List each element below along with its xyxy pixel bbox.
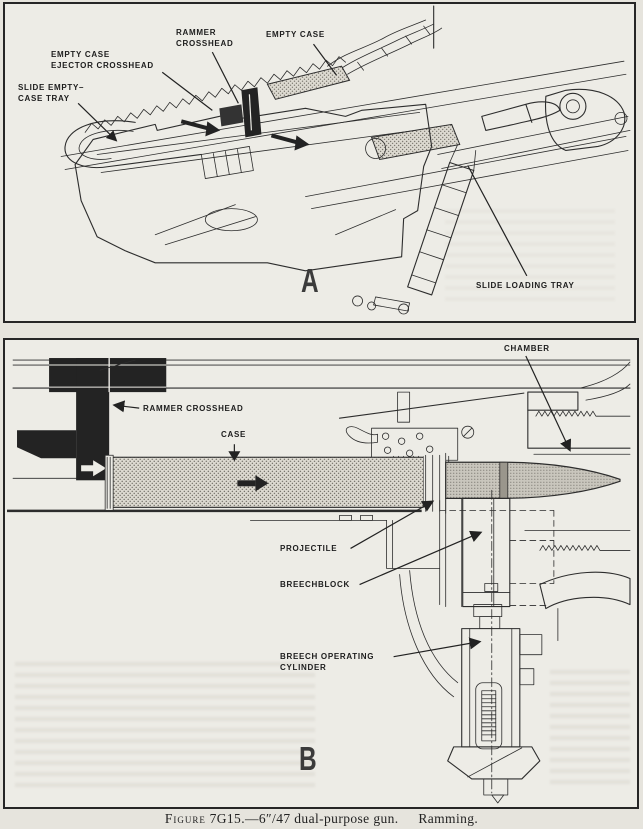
projectile-shape (423, 452, 621, 514)
powder-case-shape (104, 454, 425, 511)
rammer-crosshead-shape (17, 358, 167, 481)
label-slide-loading-tray: SLIDE LOADING TRAY (476, 280, 575, 291)
figure-caption-word: Figure (164, 811, 206, 826)
label-text: RAMMER CROSSHEAD (143, 404, 244, 413)
panel-b-drawing (7, 355, 631, 804)
label-text: RAMMER (176, 28, 217, 37)
label-text: BREECH OPERATING (280, 652, 375, 661)
breechblock-shape (439, 497, 631, 608)
breech-operating-cylinder-shape (399, 489, 543, 804)
slide-loading-tray-shape (352, 144, 477, 315)
panel-a-leader-lines (77, 43, 528, 277)
label-rammer-crosshead-b: RAMMER CROSSHEAD (143, 403, 244, 414)
chamber-walls (338, 361, 631, 455)
figure-caption: Figure 7G15.—6″/47 dual-purpose gun. Ram… (0, 811, 643, 827)
panel-b: CHAMBER RAMMER CROSSHEAD CASE PROJECTILE… (3, 338, 639, 809)
label-projectile: PROJECTILE (280, 543, 337, 554)
label-case: CASE (221, 429, 246, 440)
empty-case-shape (266, 65, 351, 100)
rack-teeth (84, 56, 346, 133)
figure-caption-body: 7G15.—6″/47 dual-purpose gun. (209, 811, 399, 826)
label-text: SLIDE EMPTY– (18, 83, 85, 92)
case-direction-arrow (237, 475, 269, 492)
label-empty-case: EMPTY CASE (266, 29, 325, 40)
label-rammer-crosshead-a: RAMMER CROSSHEAD (176, 27, 233, 49)
panel-a-drawing (60, 5, 631, 315)
label-text: EMPTY CASE (51, 50, 110, 59)
right-housing (539, 571, 631, 642)
projectile-in-tray (481, 101, 561, 131)
label-text: CASE (221, 430, 247, 439)
label-chamber: CHAMBER (504, 343, 550, 354)
ram-direction-arrow (180, 119, 310, 151)
panel-a: RAMMER CROSSHEAD EMPTY CASE EMPTY CASE E… (3, 2, 636, 323)
label-text: PROJECTILE (280, 544, 338, 553)
rammer-crosshead-shape (219, 87, 262, 138)
label-text: SLIDE LOADING TRAY (476, 281, 575, 290)
label-text: CASE TRAY (18, 94, 70, 103)
label-text: EMPTY CASE (266, 30, 325, 39)
panel-b-leader-lines (112, 355, 572, 658)
label-text: CYLINDER (280, 663, 327, 672)
panel-a-letter: A (301, 262, 319, 299)
label-empty-case-ejector-crosshead: EMPTY CASE EJECTOR CROSSHEAD (51, 49, 154, 71)
label-breech-operating-cylinder: BREECH OPERATING CYLINDER (280, 651, 374, 673)
case-in-tray-shape (365, 123, 461, 161)
label-text: CHAMBER (504, 344, 550, 353)
label-text: BREECHBLOCK (280, 580, 350, 589)
breech-housing (544, 88, 628, 152)
ram-white-arrow (81, 460, 107, 477)
label-text: EJECTOR CROSSHEAD (51, 61, 154, 70)
label-text: CROSSHEAD (176, 39, 234, 48)
label-breechblock: BREECHBLOCK (280, 579, 350, 590)
panel-b-letter: B (299, 740, 317, 777)
figure-caption-tail: Ramming. (418, 811, 479, 826)
label-slide-empty-case-tray: SLIDE EMPTY– CASE TRAY (18, 82, 84, 104)
slide-rails (60, 60, 631, 210)
hose-lines (327, 5, 443, 75)
